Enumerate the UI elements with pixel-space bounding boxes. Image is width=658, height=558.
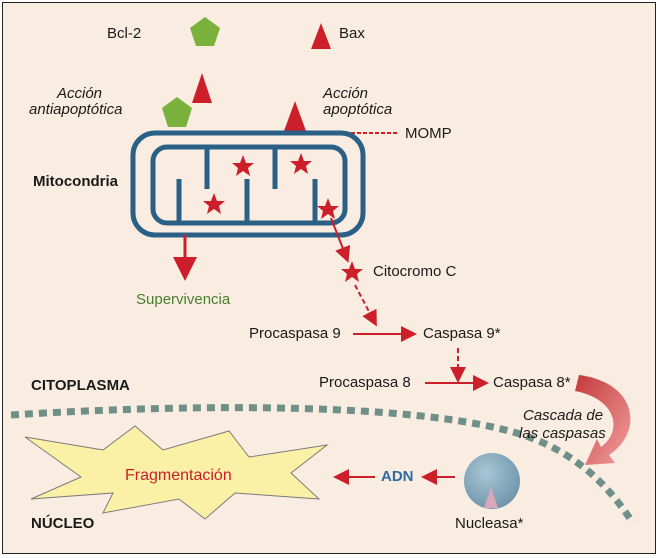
antiapoptotic-label-line2: antiapoptótica [29,101,123,118]
cytochrome-star-icon-3 [203,193,225,214]
caspase9-label: Caspasa 9* [423,325,501,342]
nuclease-active-site [484,487,498,508]
nuclear-membrane [10,404,636,525]
cytochrome-star-icon-2 [290,153,312,174]
cascade-label-line1: Cascada de [523,407,604,424]
caspase8-label: Caspasa 8* [493,374,571,391]
cytoplasm-label: CITOPLASMA [31,377,130,394]
nuclease-label: Nucleasa* [455,515,524,532]
cytochrome-release-arrow [330,217,351,263]
bax-membrane-triangle-icon-1 [192,73,212,103]
bcl2-membrane-pentagon-icon [162,97,192,127]
cytochrome-star-icon-4 [317,198,339,219]
bcl2-pentagon-icon [190,17,220,46]
momp-label: MOMP [405,125,452,142]
mitochondria-label: Mitocondria [33,173,118,190]
cascade-label-line2: las caspasas [519,425,606,442]
dna-label: ADN [381,468,414,485]
procaspase9-label: Procaspasa 9 [249,325,341,342]
cytochrome-c-label: Citocromo C [373,263,457,280]
cytochrome-to-caspase9-arrow [354,284,377,327]
bax-triangle-icon [311,23,331,49]
bax-legend-label: Bax [339,25,365,42]
mitochondria-shape [130,130,366,238]
bcl2-legend-label: Bcl-2 [107,25,142,42]
fragmentation-label: Fragmentación [125,467,232,484]
diagram-canvas [10,17,636,525]
cytochrome-star-icon-1 [232,155,254,176]
cytochrome-c-star-icon [341,261,363,282]
antiapoptotic-label-line1: Acción [57,85,103,102]
apoptotic-label-line1: Acción [323,85,369,102]
procaspase8-label: Procaspasa 8 [319,374,411,391]
apoptotic-label-line2: apoptótica [323,101,393,118]
survival-label: Supervivencia [136,291,231,308]
nuclease-icon [464,453,520,509]
fragmentation-burst [24,425,329,520]
bax-membrane-triangle-icon-2 [284,101,306,131]
nucleus-label: NÚCLEO [31,515,95,532]
caspase-cascade-arrow [575,375,631,465]
